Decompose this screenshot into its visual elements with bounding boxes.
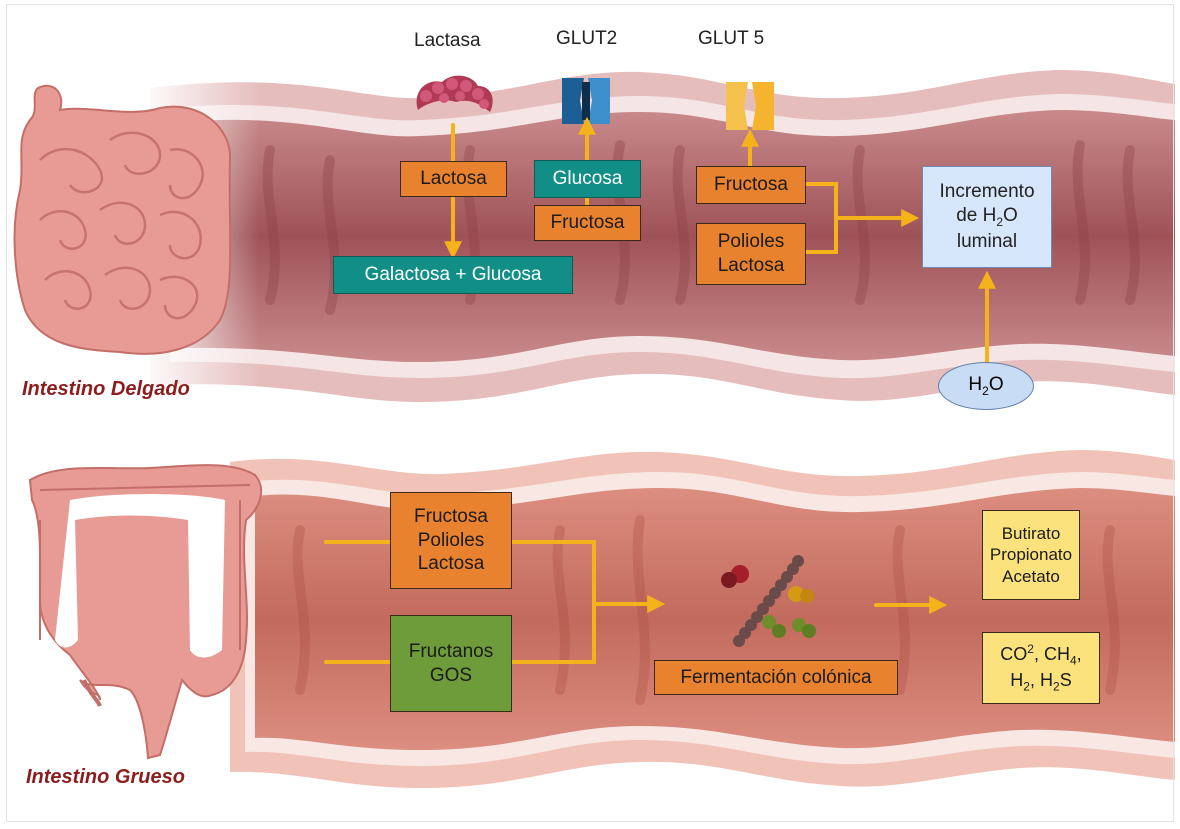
box-glucosa: Glucosa [534,160,641,198]
gas-comma: , [1077,644,1082,664]
lactase-label: Lactasa [414,30,481,52]
incremento-line1: Incremento [939,180,1034,204]
incremento-line2-sub: 2 [996,215,1003,229]
box-scfa: Butirato Propionato Acetato [982,510,1080,600]
fructanos-line2: GOS [430,664,472,688]
box-fodmap-group: Fructosa Polioles Lactosa [390,492,512,589]
box-fructosa-glut5: Fructosa [696,166,806,204]
gas-h-sub: 2 [1023,679,1030,693]
gas-h2s-sub: 2 [1053,679,1060,693]
box-polioles-text: Polioles [718,230,785,254]
fructanos-line1: Fructanos [409,640,493,664]
water-label: H2O [968,374,1003,398]
gases-line2: H2, H2S [1010,669,1071,695]
incremento-line2-prefix: de H [956,205,996,226]
water-ellipse: H2O [938,362,1034,410]
gases-line1: CO2, CH4, [1000,642,1081,669]
box-fructosa-glut2-text: Fructosa [551,211,625,235]
gas-ch: , CH [1034,644,1070,664]
gas-h2s-suffix: S [1060,670,1072,690]
glut2-transporter-icon [562,78,610,124]
incremento-line2-suffix: O [1003,205,1018,226]
gas-co-sup: 2 [1027,642,1034,656]
section-label-large-intestine: Intestino Grueso [26,766,185,789]
fermentacion-text: Fermentación colónica [680,666,871,690]
large-intestine-organ-icon [30,465,261,758]
box-galactosa-glucosa-text: Galactosa + Glucosa [365,263,542,287]
box-glucosa-text: Glucosa [553,167,623,191]
box-incremento-h2o: Incremento de H2O luminal [922,166,1052,268]
gas-co: CO [1000,644,1027,664]
water-sub: 2 [982,384,989,398]
box-polioles-lactosa: Polioles Lactosa [696,223,806,285]
incremento-line3: luminal [957,230,1017,254]
glut2-label: GLUT2 [556,28,617,50]
gas-ch-sub: 4 [1070,654,1077,668]
small-intestine-organ-icon [15,86,231,354]
box-fructosa-glut2: Fructosa [534,205,641,241]
water-suffix: O [989,374,1004,395]
box-fermentacion: Fermentación colónica [654,660,898,695]
fodmap-line2: Polioles [418,529,485,553]
scfa-line3: Acetato [1002,566,1060,587]
large-intestine-tube [230,450,1175,788]
fodmap-line3: Lactosa [418,552,485,576]
gas-h: H [1010,670,1023,690]
box-fructosa-glut5-text: Fructosa [714,173,788,197]
glut5-label: GLUT 5 [698,28,764,50]
box-fructanos-gos: Fructanos GOS [390,615,512,712]
scfa-line2: Propionato [990,544,1072,565]
box-lactosa-text-2: Lactosa [718,254,785,278]
scfa-line1: Butirato [1002,523,1061,544]
box-gases: CO2, CH4, H2, H2S [982,632,1100,704]
incremento-line2: de H2O [956,204,1018,230]
gas-h2s-prefix: , H [1030,670,1053,690]
fodmap-line1: Fructosa [414,505,488,529]
box-lactosa-text: Lactosa [420,167,487,191]
water-prefix: H [968,374,982,395]
box-lactosa: Lactosa [400,161,507,197]
box-galactosa-glucosa: Galactosa + Glucosa [333,256,573,294]
section-label-small-intestine: Intestino Delgado [22,378,190,401]
